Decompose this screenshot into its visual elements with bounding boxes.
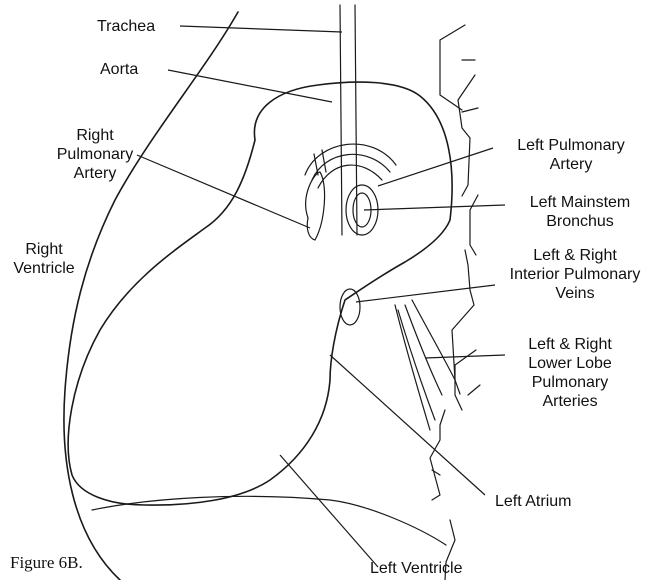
interior-pulmonary-veins-leader: [356, 285, 495, 302]
label-left-ventricle: Left Ventricle: [370, 559, 463, 578]
left-pulmonary-artery-leader: [378, 148, 493, 186]
aortic-arch-line-3: [318, 165, 382, 188]
label-right-ventricle: Right Ventricle: [4, 240, 84, 278]
right-pulm-vessel-2: [322, 150, 326, 172]
label-left-mainstem-bronchus: Left Mainstem Bronchus: [505, 193, 655, 231]
trachea-leader: [180, 26, 342, 32]
vertebral-column: [430, 25, 480, 580]
diaphragm-curve: [92, 496, 446, 545]
aortic-arch-line-1: [305, 144, 396, 175]
figure-caption: Figure 6B.: [10, 553, 83, 573]
label-lower-lobe-pulmonary-arteries: Left & Right Lower Lobe Pulmonary Arteri…: [505, 335, 635, 411]
left-atrium-leader: [330, 355, 485, 495]
label-left-pulmonary-artery: Left Pulmonary Artery: [490, 136, 652, 174]
left-mainstem-bronchus-leader: [364, 205, 505, 210]
trachea-wall-right: [355, 5, 357, 235]
label-interior-pulmonary-veins: Left & Right Interior Pulmonary Veins: [490, 246, 660, 303]
trachea-wall-left: [340, 5, 342, 235]
lower-lobe-branch-4: [398, 310, 435, 420]
label-aorta: Aorta: [100, 60, 138, 79]
label-right-pulmonary-artery: Right Pulmonary Artery: [40, 126, 150, 183]
label-trachea: Trachea: [97, 17, 155, 36]
chest-wall-outline: [64, 12, 238, 580]
right-pulmonary-artery-leader: [137, 155, 310, 228]
left-ventricle-leader: [280, 455, 378, 567]
label-left-atrium: Left Atrium: [495, 492, 571, 511]
